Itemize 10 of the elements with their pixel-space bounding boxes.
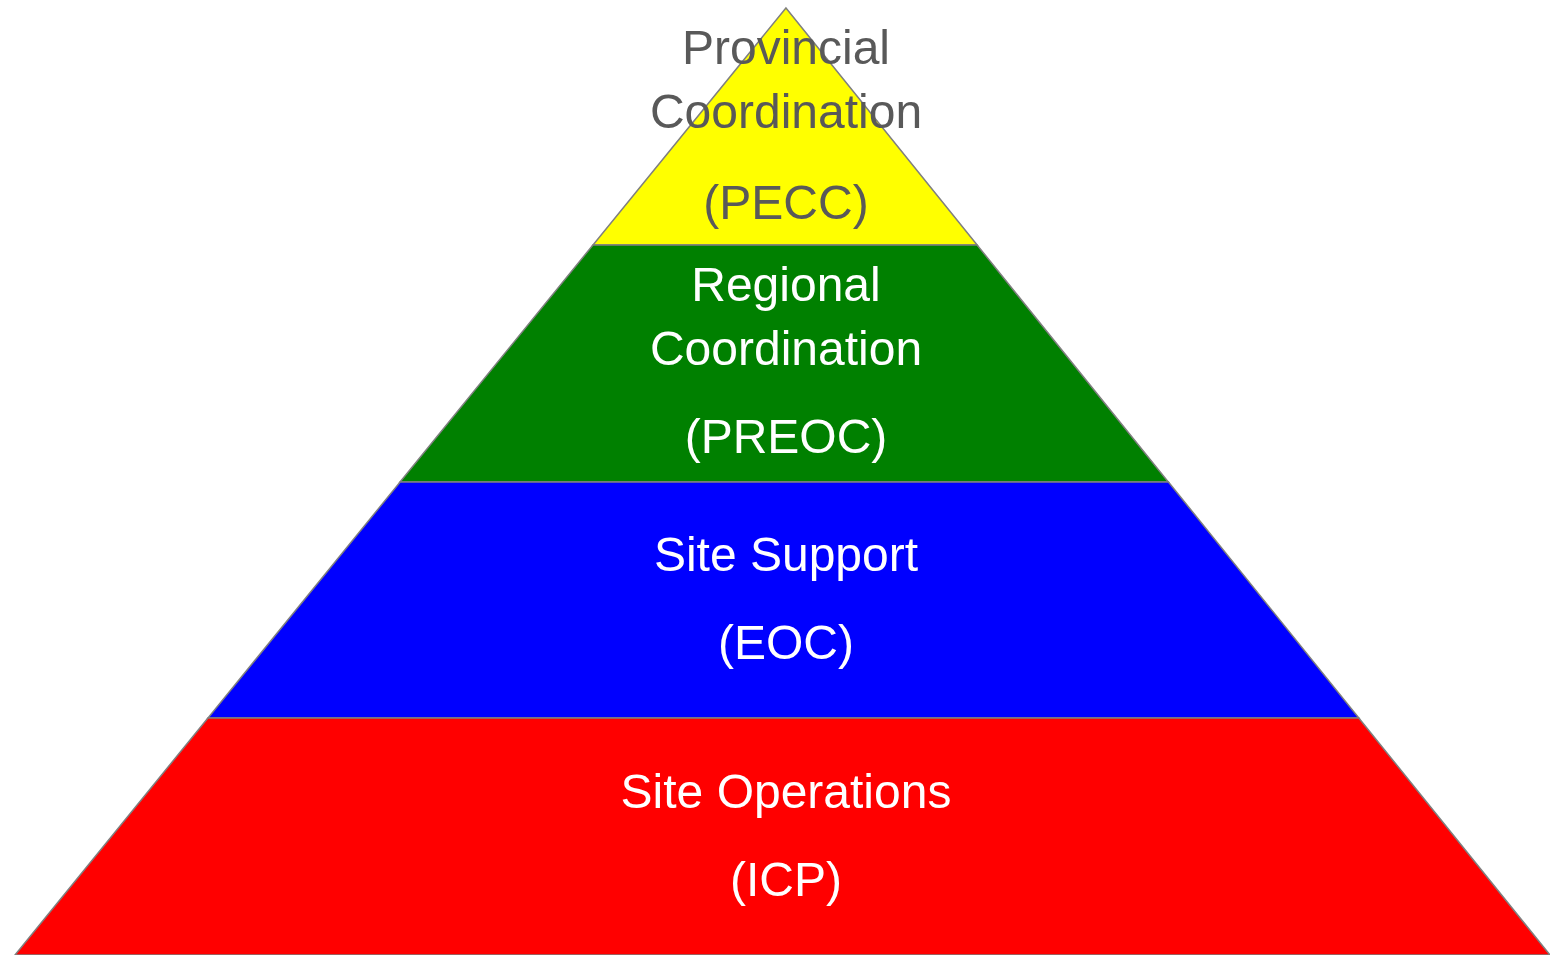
tier-abbreviation: (ICP) bbox=[730, 852, 842, 908]
tier-abbreviation: (PECC) bbox=[703, 175, 869, 231]
tier-abbreviation: (PREOC) bbox=[684, 409, 888, 465]
tier-title: Regional Coordination bbox=[648, 257, 924, 377]
tier-title: Site Operations bbox=[620, 764, 952, 820]
pyramid-tier bbox=[400, 245, 1169, 482]
pyramid-tier bbox=[207, 482, 1359, 718]
tier-abbreviation: (EOC) bbox=[718, 615, 854, 671]
pyramid-tier bbox=[15, 718, 1550, 955]
tier-title: Site Support bbox=[653, 527, 919, 583]
